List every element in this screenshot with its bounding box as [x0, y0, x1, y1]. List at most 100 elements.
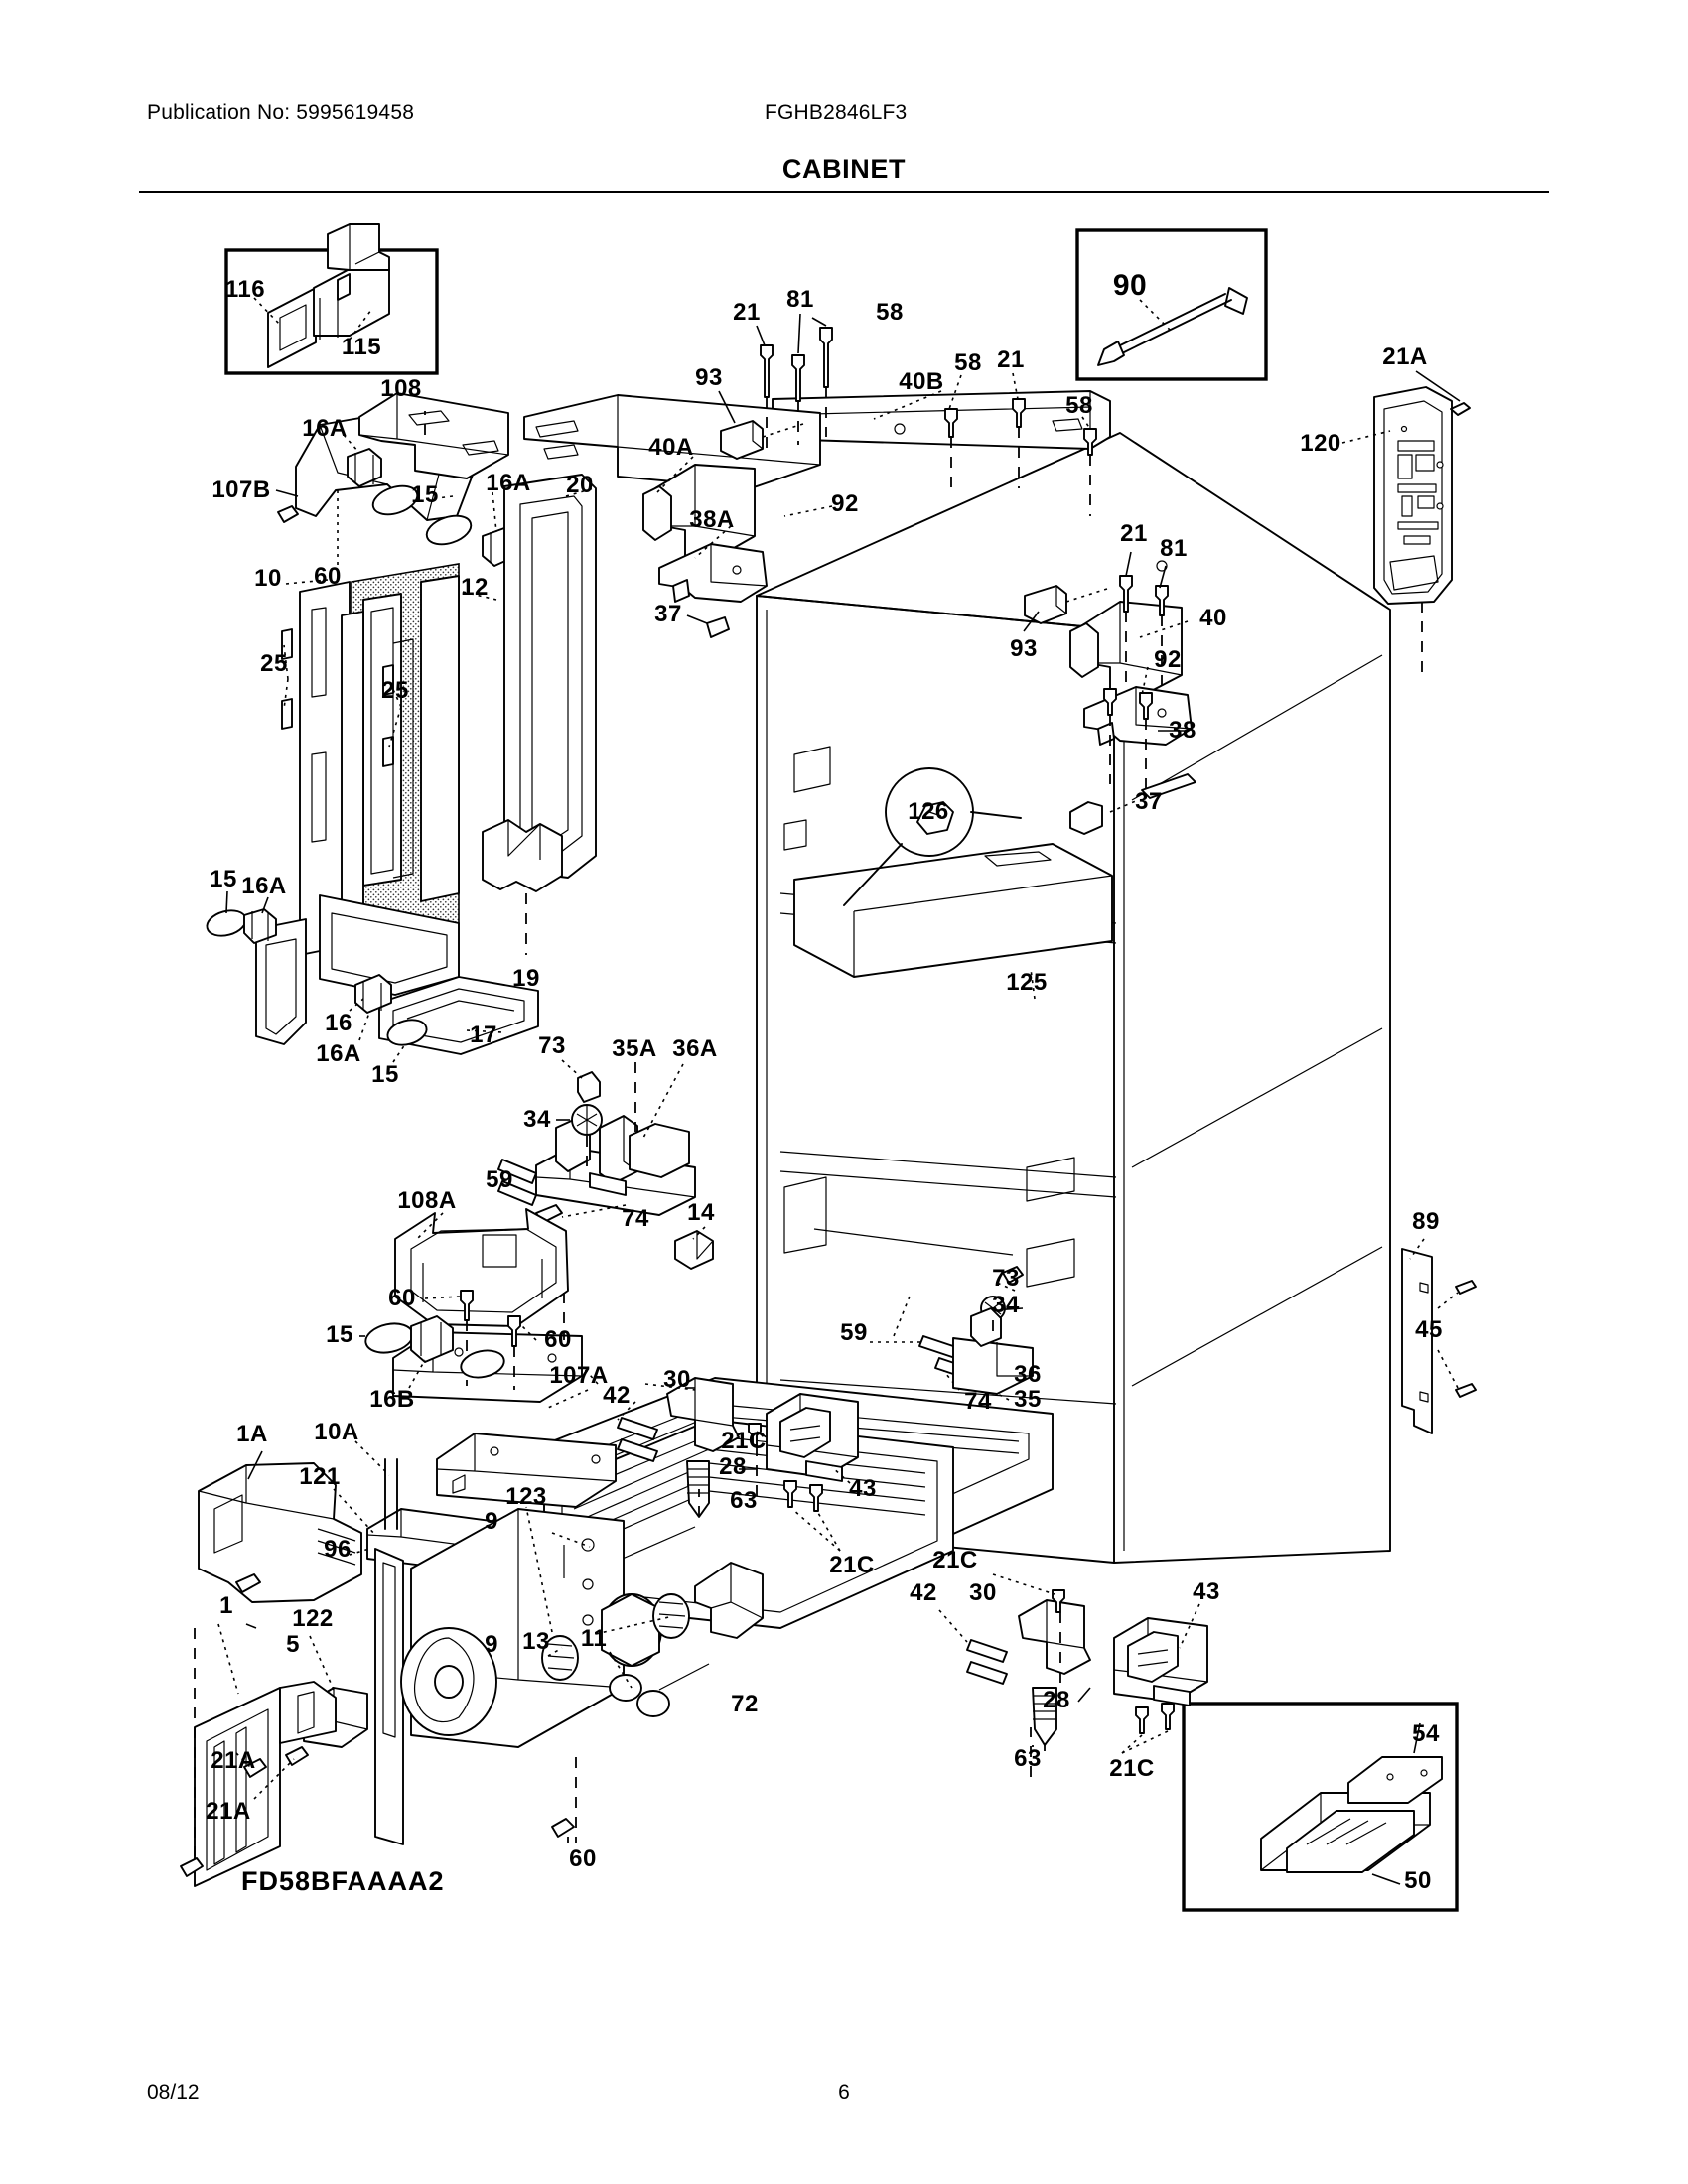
callout-5: 5	[286, 1631, 300, 1658]
callout-96: 96	[324, 1536, 352, 1563]
callout-25: 25	[260, 650, 288, 677]
callout-123: 123	[505, 1483, 547, 1510]
publication-number: Publication No: 5995619458	[147, 101, 415, 124]
callout-107B: 107B	[211, 477, 271, 503]
model-number: FGHB2846LF3	[765, 101, 908, 124]
callout-92: 92	[831, 490, 859, 517]
callout-89: 89	[1412, 1208, 1440, 1235]
callout-28b: 28	[1043, 1687, 1070, 1713]
callout-63: 63	[730, 1487, 758, 1514]
callout-120: 120	[1300, 430, 1341, 457]
callout-60d: 60	[569, 1845, 597, 1872]
callout-11: 11	[580, 1625, 608, 1652]
callout-38: 38	[1169, 717, 1196, 744]
callout-16A2: 16A	[486, 470, 531, 496]
callout-74: 74	[622, 1205, 649, 1232]
callout-72: 72	[731, 1691, 759, 1717]
callout-60b: 60	[388, 1285, 416, 1311]
callout-108A: 108A	[397, 1187, 457, 1214]
callout-13: 13	[522, 1628, 550, 1655]
callout-15c: 15	[371, 1061, 399, 1088]
callout-42: 42	[603, 1382, 631, 1409]
callout-74b: 74	[964, 1388, 992, 1415]
factory-code: FD58BFAAAA2	[241, 1866, 445, 1896]
callout-15b: 15	[210, 866, 237, 892]
callout-28: 28	[719, 1453, 747, 1480]
callout-36: 36	[1014, 1361, 1042, 1388]
callout-92b: 92	[1154, 646, 1182, 673]
callout-93b: 93	[1010, 635, 1038, 662]
callout-37: 37	[654, 601, 682, 627]
callout-15: 15	[411, 481, 439, 508]
callout-59b: 59	[840, 1319, 868, 1346]
callout-107A: 107A	[549, 1362, 609, 1389]
callout-1A: 1A	[236, 1421, 268, 1447]
callout-15d: 15	[326, 1321, 353, 1348]
callout-115: 115	[341, 334, 382, 360]
callout-122: 122	[292, 1605, 334, 1632]
callout-21A: 21A	[1382, 343, 1428, 370]
title-divider	[139, 191, 1549, 193]
callout-21Ae: 21A	[211, 1747, 256, 1774]
callout-16: 16	[325, 1010, 352, 1036]
footer-page-number: 6	[838, 2081, 850, 2104]
callout-16A: 16A	[302, 415, 348, 442]
callout-34: 34	[523, 1106, 551, 1133]
callout-42b: 42	[910, 1579, 937, 1606]
callout-9: 9	[485, 1508, 498, 1535]
callout-73b: 73	[992, 1265, 1020, 1292]
callout-38A: 38A	[689, 506, 735, 533]
page-title: CABINET	[781, 154, 907, 184]
callout-60: 60	[314, 563, 342, 590]
callout-81: 81	[786, 286, 814, 313]
callout-126: 126	[908, 798, 949, 825]
callout-30: 30	[663, 1366, 691, 1393]
callout-34b: 34	[992, 1292, 1020, 1318]
callout-30b: 30	[969, 1579, 997, 1606]
callout-21b: 21	[997, 346, 1025, 373]
callout-14: 14	[687, 1199, 715, 1226]
callout-1: 1	[219, 1592, 233, 1619]
callout-35A: 35A	[612, 1035, 657, 1062]
callout-35: 35	[1014, 1386, 1042, 1413]
callout-9b: 9	[485, 1631, 498, 1658]
callout-21: 21	[733, 299, 761, 326]
callout-90: 90	[1112, 269, 1148, 302]
footer-date: 08/12	[147, 2081, 200, 2104]
callout-20: 20	[566, 472, 594, 498]
callout-93: 93	[695, 364, 723, 391]
callout-58b: 58	[954, 349, 982, 376]
callout-40: 40	[1199, 605, 1227, 631]
callout-116: 116	[224, 276, 266, 303]
callout-125: 125	[1006, 969, 1048, 996]
callout-63b: 63	[1014, 1745, 1042, 1772]
callout-43: 43	[849, 1475, 877, 1502]
callout-36A: 36A	[672, 1035, 718, 1062]
callout-121: 121	[299, 1463, 341, 1490]
callout-12: 12	[461, 574, 489, 601]
callout-25b: 25	[381, 677, 409, 704]
callout-16Ac: 16A	[241, 873, 287, 899]
callout-40A: 40A	[648, 434, 694, 461]
callout-21Cc: 21C	[932, 1547, 978, 1573]
callout-81b: 81	[1160, 535, 1188, 562]
callout-60c: 60	[544, 1326, 572, 1353]
callout-58: 58	[876, 299, 904, 326]
callout-21Cb: 21C	[829, 1552, 875, 1578]
callout-19: 19	[512, 965, 540, 992]
callout-50: 50	[1404, 1867, 1432, 1894]
callout-21C: 21C	[721, 1428, 767, 1454]
callout-21c: 21	[1120, 520, 1148, 547]
callout-21Cd: 21C	[1109, 1755, 1155, 1782]
callout-43b: 43	[1193, 1578, 1220, 1605]
callout-45: 45	[1415, 1316, 1443, 1343]
callout-59: 59	[486, 1166, 513, 1193]
callout-58c: 58	[1065, 392, 1093, 419]
callout-37b: 37	[1135, 788, 1163, 815]
callout-16Ad: 16A	[316, 1040, 361, 1067]
callout-16B: 16B	[369, 1386, 415, 1413]
callout-10: 10	[254, 565, 282, 592]
callout-10A: 10A	[314, 1419, 359, 1445]
